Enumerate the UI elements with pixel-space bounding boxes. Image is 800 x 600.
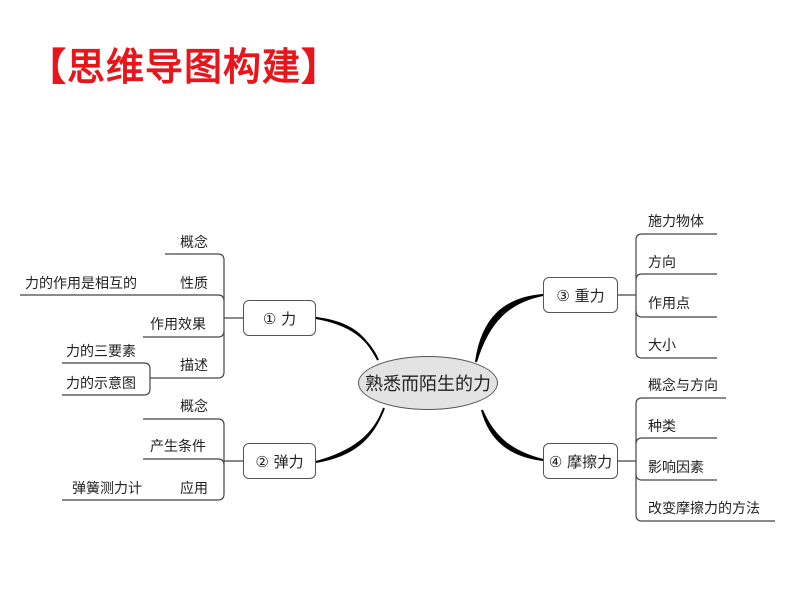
subtopic: 概念 — [180, 399, 208, 415]
curve-to-force — [315, 317, 379, 361]
detail: 弹簧测力计 — [72, 481, 142, 497]
detail: 力的示意图 — [66, 376, 136, 392]
subtopic: 影响因素 — [648, 460, 704, 476]
subtopic: 应用 — [180, 481, 208, 497]
detail: 力的三要素 — [66, 344, 136, 360]
subtopic: 产生条件 — [150, 439, 206, 455]
curve-to-gravity — [475, 294, 544, 363]
curve-to-friction — [481, 409, 544, 461]
subtopic: 方向 — [648, 255, 676, 271]
subtopic: 概念与方向 — [648, 378, 718, 394]
detail: 力的作用是相互的 — [25, 276, 137, 292]
topic-friction: ④ 摩擦力 — [543, 443, 618, 479]
topic-gravity: ③ 重力 — [543, 277, 618, 313]
topic-force: ① 力 — [243, 300, 316, 336]
page-title: 【思维导图构建】 — [28, 45, 341, 89]
subtopic: 施力物体 — [648, 214, 704, 230]
subtopic: 种类 — [648, 419, 676, 435]
curve-to-elastic — [315, 407, 385, 463]
subtopic: 改变摩擦力的方法 — [648, 501, 760, 517]
subtopic: 大小 — [648, 338, 676, 354]
subtopic: 性质 — [180, 276, 208, 292]
subtopic: 作用点 — [648, 296, 690, 312]
subtopic: 作用效果 — [150, 317, 206, 333]
topic-elastic-force: ② 弹力 — [243, 443, 316, 479]
central-topic: 熟悉而陌生的力 — [358, 356, 498, 410]
subtopic: 概念 — [180, 235, 208, 251]
subtopic: 描述 — [180, 358, 208, 374]
